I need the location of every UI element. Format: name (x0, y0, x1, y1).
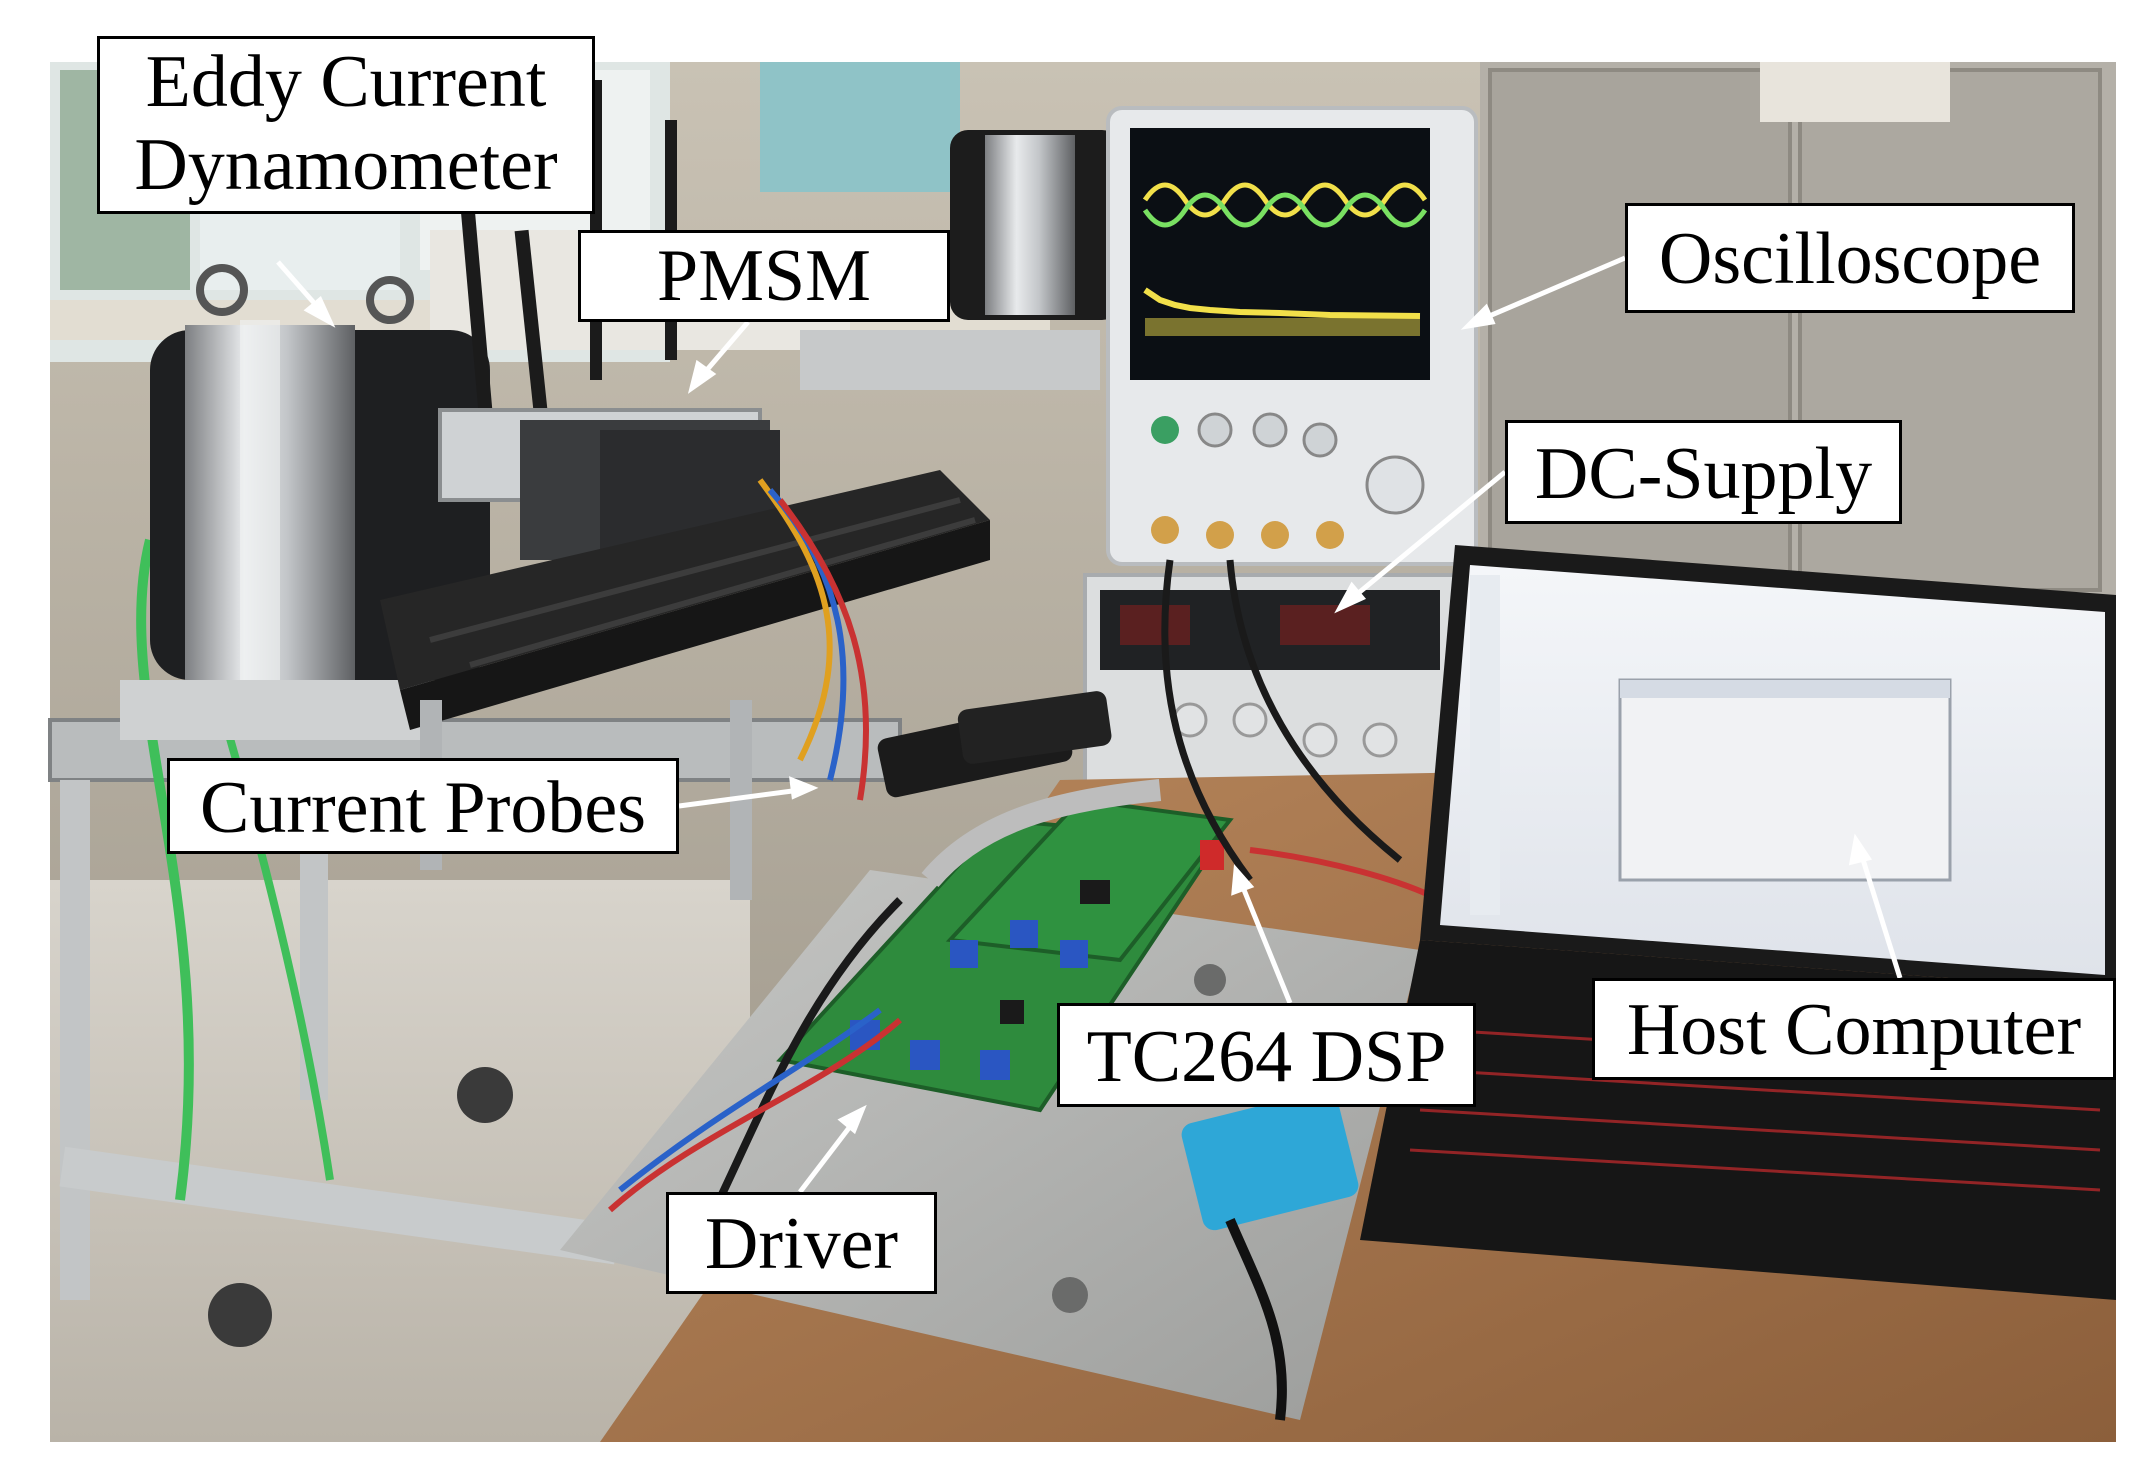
label-driver: Driver (666, 1192, 937, 1294)
label-tc264-dsp-text: TC264 DSP (1086, 1016, 1447, 1098)
label-dc-supply: DC-Supply (1505, 420, 1902, 524)
label-host-computer-text: Host Computer (1626, 989, 2082, 1071)
label-dc-supply-text: DC-Supply (1534, 433, 1873, 515)
label-pmsm: PMSM (578, 230, 950, 322)
label-oscilloscope-text: Oscilloscope (1658, 218, 2042, 300)
label-current-probes-text: Current Probes (200, 767, 646, 849)
label-tc264-dsp: TC264 DSP (1057, 1003, 1476, 1107)
label-eddy-line2: Dynamometer (134, 123, 558, 206)
label-eddy-line1: Eddy Current (145, 41, 547, 123)
label-driver-text: Driver (704, 1203, 899, 1285)
label-current-probes: Current Probes (167, 758, 679, 854)
label-pmsm-text: PMSM (657, 235, 871, 317)
label-oscilloscope: Oscilloscope (1625, 203, 2075, 313)
label-host-computer: Host Computer (1592, 978, 2116, 1080)
label-eddy-current-dynamometer: Eddy Current Dynamometer (97, 36, 595, 214)
